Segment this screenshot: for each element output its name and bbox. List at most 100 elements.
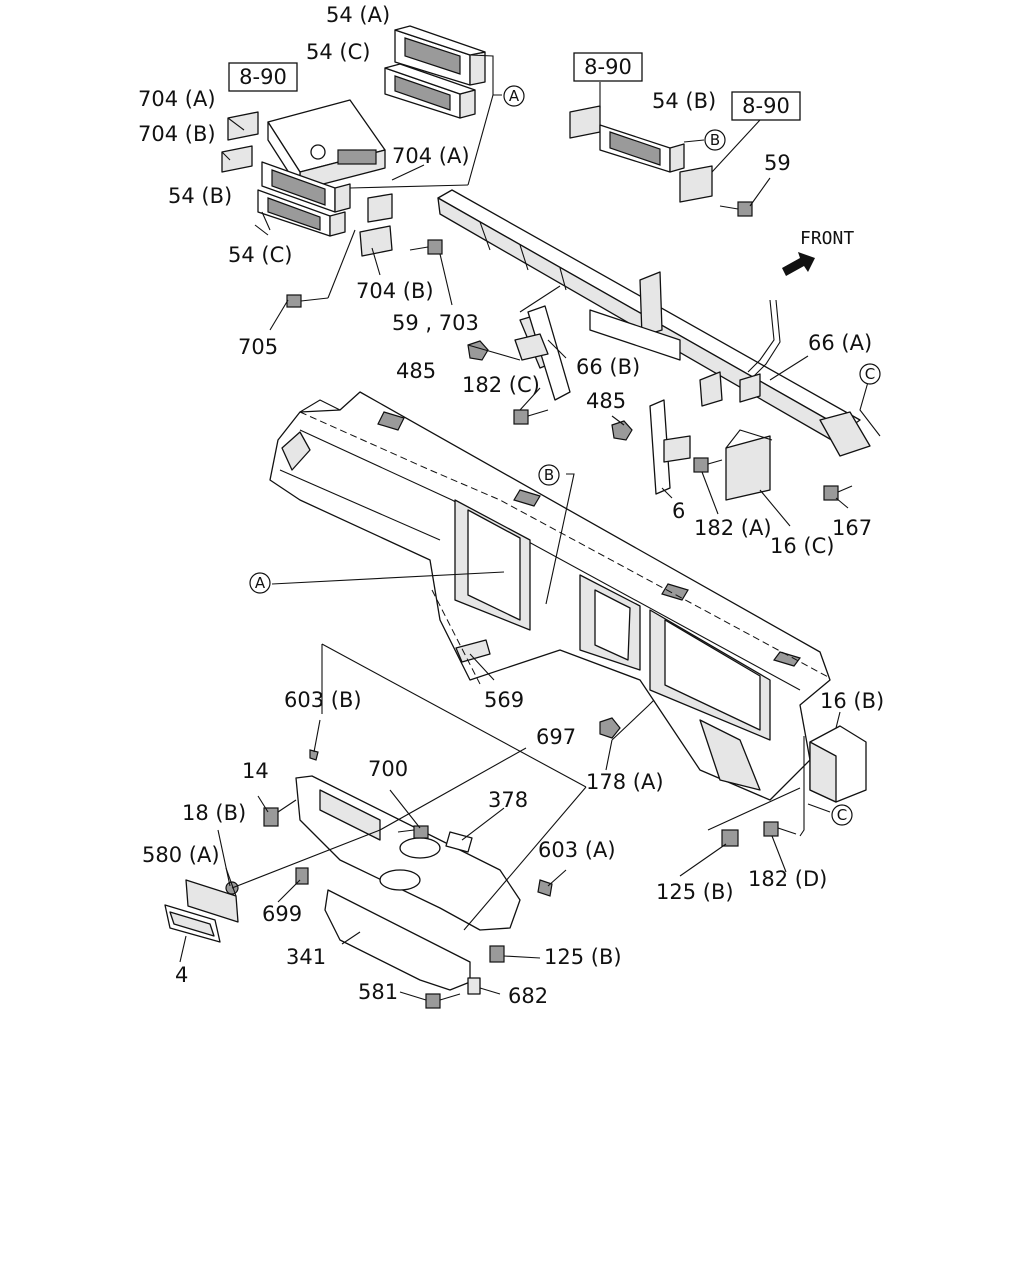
ref-circle-text-a-mid: A <box>255 574 266 592</box>
bracket-66b <box>514 305 571 401</box>
ref-circle-c-bottom: C <box>831 804 853 826</box>
ref-box-text-3: 8-90 <box>742 94 790 118</box>
bracket-704b-center <box>359 225 393 257</box>
part-label: 378 <box>488 788 528 812</box>
part-label: 704 (B) <box>138 122 216 146</box>
part-label: 697 <box>536 725 576 749</box>
part-label: 125 (B) <box>656 880 734 904</box>
bracket-6 <box>649 399 691 495</box>
clip-125b-right <box>721 829 739 847</box>
part-label: 341 <box>286 945 326 969</box>
part-label: 59 , 703 <box>392 311 479 335</box>
screw-581 <box>425 993 461 1009</box>
screw-59-right <box>719 201 753 217</box>
ref-circle-text-b-mid: B <box>544 466 554 484</box>
part-label: 66 (A) <box>808 331 872 355</box>
ref-box-2: 8-90 <box>573 52 643 82</box>
pocket-54b-left <box>261 161 351 213</box>
part-label: 16 (B) <box>820 689 884 713</box>
part-label: 54 (B) <box>652 89 716 113</box>
clip-603b <box>309 749 319 761</box>
part-label: 485 <box>586 389 626 413</box>
bolt-167 <box>823 485 853 501</box>
bracket-16b <box>809 725 867 803</box>
clip-682 <box>467 977 481 995</box>
ref-circle-text-b-top: B <box>710 131 720 149</box>
ref-circle-a-mid: A <box>249 572 271 594</box>
part-label: 485 <box>396 359 436 383</box>
part-label: 704 (A) <box>138 87 216 111</box>
bracket-59-right <box>679 165 713 203</box>
bolt-182c <box>513 409 549 425</box>
screw-700 <box>397 825 429 839</box>
screw-705 <box>286 294 329 308</box>
screw-59-703-left <box>409 239 443 255</box>
part-labels: 54 (A) 54 (C) 704 (A) 704 (B) 54 (B) 54 … <box>138 3 884 1008</box>
front-arrow-icon <box>782 252 815 276</box>
pocket-54c-left <box>257 189 346 237</box>
part-label: 182 (C) <box>462 373 540 397</box>
screw-699 <box>295 867 309 885</box>
part-label: 16 (C) <box>770 534 834 558</box>
pocket-54b-right <box>599 124 685 173</box>
pocket-54a <box>394 25 486 86</box>
clip-125b-lower <box>489 945 505 963</box>
ref-box-text-2: 8-90 <box>584 55 632 79</box>
part-label: 6 <box>672 499 685 523</box>
bracket-8-90-right <box>569 105 601 139</box>
part-label: 54 (C) <box>306 40 370 64</box>
ref-circle-text-c-bottom: C <box>837 806 847 824</box>
bolt-182d <box>763 821 797 837</box>
clip-603a <box>537 879 553 897</box>
ref-circle-c-top: C <box>859 363 881 385</box>
part-label: 699 <box>262 902 302 926</box>
part-label: 54 (A) <box>326 3 390 27</box>
part-label: 54 (B) <box>168 184 232 208</box>
part-label: 704 (B) <box>356 279 434 303</box>
part-label: 182 (A) <box>694 516 772 540</box>
bracket-704a-center <box>367 193 393 223</box>
part-label: 18 (B) <box>182 801 246 825</box>
leader-lines <box>179 54 881 1001</box>
handle-4 <box>164 904 221 943</box>
ref-circle-text-c-top: C <box>865 365 875 383</box>
part-label: 54 (C) <box>228 243 292 267</box>
part-label: 682 <box>508 984 548 1008</box>
part-label: 59 <box>764 151 791 175</box>
nut-178a <box>599 717 621 739</box>
ref-circle-b-top: B <box>704 129 726 151</box>
part-label: 14 <box>242 759 269 783</box>
part-label: 704 (A) <box>392 144 470 168</box>
pocket-54c-upper <box>384 63 476 119</box>
nut-485-left <box>467 340 489 361</box>
instrument-panel <box>269 391 831 801</box>
part-label: 66 (B) <box>576 355 640 379</box>
ref-circle-a-top: A <box>503 85 525 107</box>
ref-box-text-1: 8-90 <box>239 65 287 89</box>
part-label: 4 <box>175 963 188 987</box>
front-label: FRONT <box>800 228 854 249</box>
lower-panel-697 <box>295 775 521 931</box>
cross-member-beam <box>437 189 871 457</box>
glove-box-341 <box>324 889 471 991</box>
screw-14 <box>263 799 297 827</box>
bracket-704a-left <box>227 111 259 141</box>
part-label: 580 (A) <box>142 843 220 867</box>
part-label: 705 <box>238 335 278 359</box>
bracket-580a <box>185 879 239 923</box>
part-label: 125 (B) <box>544 945 622 969</box>
nut-485-right <box>611 420 633 441</box>
ref-box-1: 8-90 <box>228 62 298 92</box>
part-label: 603 (B) <box>284 688 362 712</box>
bracket-704b-left <box>221 145 253 173</box>
part-label: 182 (D) <box>748 867 827 891</box>
part-label: 178 (A) <box>586 770 664 794</box>
part-label: 700 <box>368 757 408 781</box>
part-label: 167 <box>832 516 872 540</box>
panel-outline-dashed <box>299 411 831 685</box>
part-label: 581 <box>358 980 398 1004</box>
ref-circle-text-a-top: A <box>509 87 520 105</box>
bracket-16c <box>725 429 773 501</box>
ref-circle-b-mid: B <box>538 464 560 486</box>
